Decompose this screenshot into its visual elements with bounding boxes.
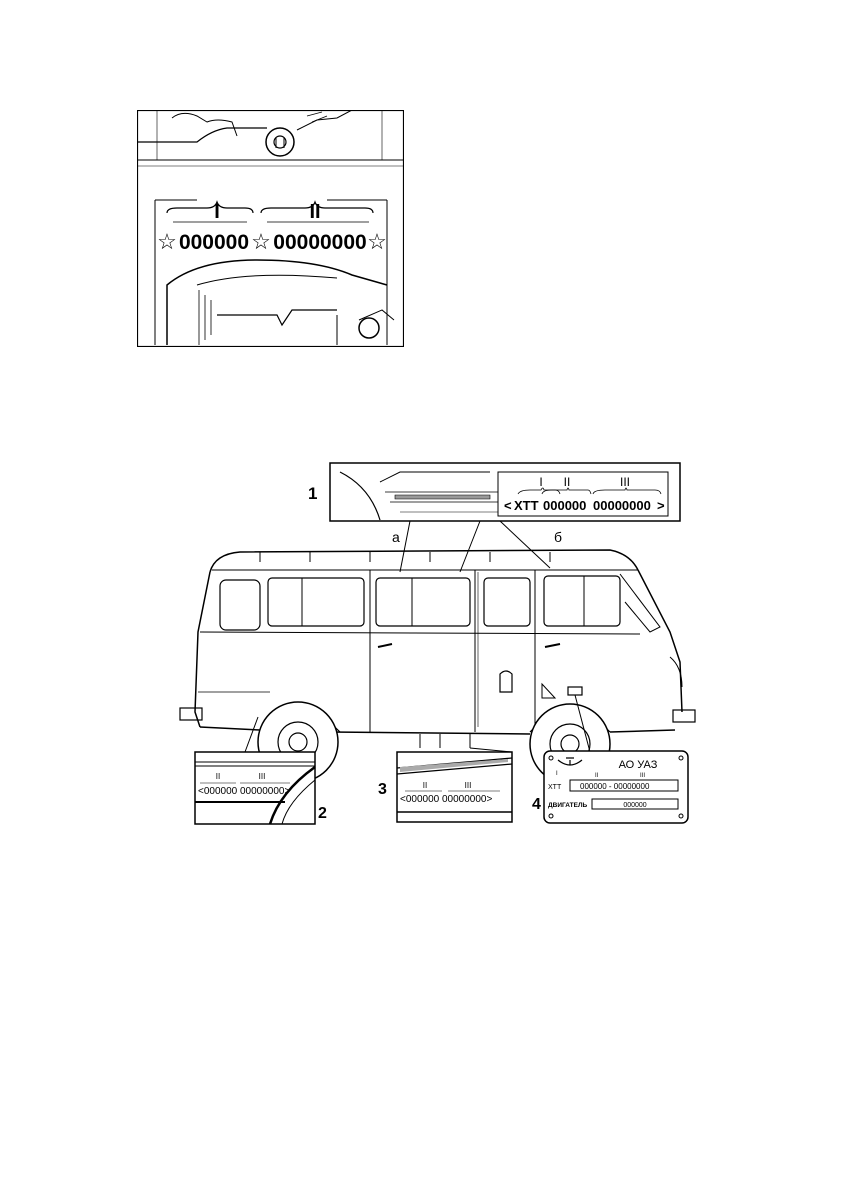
engine-number-drawing: I II ☆ 000000 ☆ 00000000 ☆: [137, 110, 404, 347]
plate-maker: АО УАЗ: [619, 759, 658, 771]
vehicle-vin-figure: 1 I II III < XTT 000000 00000000 > а б: [170, 462, 700, 834]
engine-group-1: 000000: [179, 231, 249, 254]
callout-1-group-1: 000000: [543, 498, 586, 513]
callout-3-roman-3: III: [465, 781, 472, 790]
callout-3-number-text: <000000 00000000>: [400, 794, 492, 805]
plate-xtt: XTT: [548, 784, 562, 791]
pointer-a-label: а: [392, 529, 400, 545]
callout-2-number-text: <000000 00000000>: [198, 786, 290, 797]
engine-group-2: 00000000: [273, 231, 366, 254]
callout-1-roman-2: II: [564, 475, 571, 489]
vehicle-drawing: 1 I II III < XTT 000000 00000000 > а б: [170, 462, 700, 834]
callout-2-roman-3: III: [259, 772, 266, 781]
star-icon: ☆: [251, 229, 271, 254]
callout-2-number: 2: [318, 805, 327, 822]
callout-1-number: 1: [308, 484, 317, 503]
callout-4-number: 4: [532, 796, 541, 813]
engine-number-figure: I II ☆ 000000 ☆ 00000000 ☆: [137, 110, 404, 347]
callout-1-roman-3: III: [620, 475, 630, 489]
callout-3-number: 3: [378, 781, 387, 798]
pointer-b-label: б: [554, 529, 562, 545]
van-body: [180, 550, 695, 784]
callout-1-group-2: 00000000: [593, 498, 651, 513]
plate-roman-2: II: [595, 773, 599, 779]
star-icon: ☆: [367, 229, 387, 254]
plate-engine-value: 000000: [623, 802, 646, 809]
star-icon: ☆: [157, 229, 177, 254]
plate-engine-label: ДВИГАТЕЛЬ: [548, 802, 588, 809]
callout-1-close: >: [657, 498, 665, 513]
plate-roman-3: III: [640, 773, 645, 779]
callout-3: II III <000000 00000000> 3: [378, 748, 512, 822]
callout-3-roman-2: II: [423, 781, 427, 790]
engine-roman-2: II: [309, 201, 320, 223]
callout-2-roman-2: II: [216, 772, 220, 781]
engine-roman-1: I: [214, 201, 220, 223]
callout-1: 1 I II III < XTT 000000 00000000 >: [308, 463, 680, 521]
plate-vin-value: 000000 - 00000000: [580, 782, 650, 791]
callout-1-open: <: [504, 498, 512, 513]
callout-1-roman-1: I: [539, 475, 542, 489]
callout-1-code: XTT: [514, 498, 539, 513]
